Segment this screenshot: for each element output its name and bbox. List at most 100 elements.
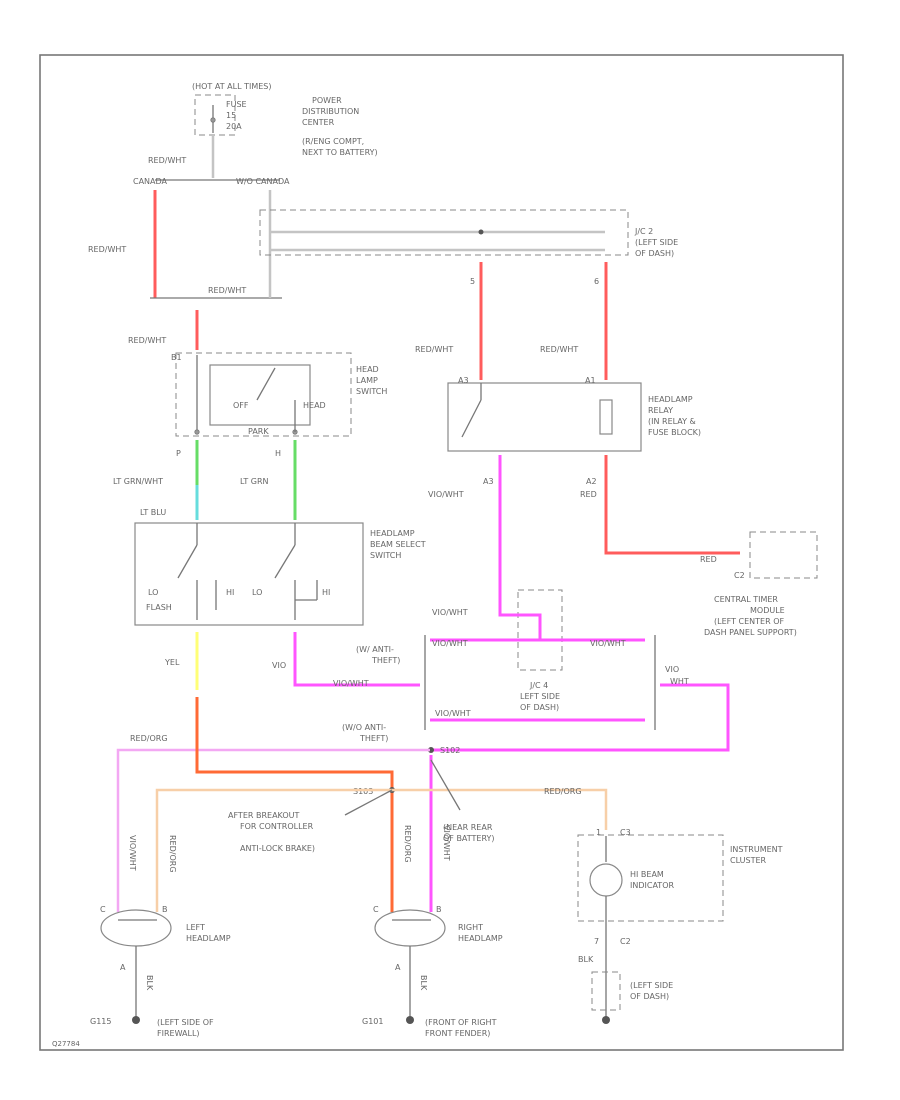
jc2-box [259, 209, 629, 256]
wire-label-red-org-v1: RED/ORG [168, 835, 177, 873]
red-wire-to-ctm [604, 455, 740, 555]
ctm-pin-c2: C2 [734, 571, 745, 580]
left-lamp-pin-a: A [120, 963, 126, 972]
wire-label-red-ctm: RED [700, 555, 717, 564]
wire-label-vio-wht-v1: VIO/WHT [128, 835, 137, 871]
wire-label-yel: YEL [164, 658, 180, 667]
wire-label-blk-cluster: BLK [578, 955, 594, 964]
pdc-label-1: POWER [312, 96, 342, 105]
red-org-wire-cluster [392, 788, 608, 830]
near-battery-pointer [430, 759, 461, 811]
right-lamp-pin-b: B [436, 905, 442, 914]
cluster-ground-point [602, 1016, 610, 1024]
ground-g115-loc-2: FIREWALL) [157, 1029, 200, 1038]
after-breakout-pointer [344, 789, 393, 816]
note-after-3: ANTI-LOCK BRAKE) [240, 844, 315, 853]
ground-dash-1: (LEFT SIDE [630, 981, 673, 990]
jc2-junction-dot [478, 229, 484, 235]
diagram-code-left: Q27784 [52, 1040, 80, 1048]
note-after-1: AFTER BREAKOUT [228, 811, 300, 820]
ground-g115-loc-1: (LEFT SIDE OF [157, 1018, 214, 1027]
jc4-name-2: LEFT SIDE [520, 692, 560, 701]
splice-s102 [428, 747, 434, 753]
wire-label-vio-top-right: VIO [665, 665, 679, 674]
headlamp-relay-box [447, 382, 642, 452]
fuse-hot-label: (HOT AT ALL TIMES) [192, 82, 271, 91]
ground-g101-point [406, 1016, 414, 1024]
right-lamp-label-1: RIGHT [458, 923, 483, 932]
ground-g101-loc-1: (FRONT OF RIGHT [425, 1018, 497, 1027]
wire-label-vio-wht-v2: VIO/WHT [442, 825, 451, 861]
w-o-canada-label: W/O CANADA [236, 177, 290, 186]
switch-name-3: SWITCH [356, 387, 387, 396]
ground-g115: G115 [90, 1017, 111, 1026]
relay-coil [599, 399, 613, 435]
red-org-wire-left-lamp [155, 788, 392, 912]
fuse-label: FUSE [226, 100, 247, 109]
wire-label-blk-left: BLK [145, 975, 154, 991]
switch-pin-b1: B1 [171, 353, 182, 362]
jc4-name-1: J/C 4 [529, 681, 548, 690]
fuse-block-box [194, 94, 236, 136]
cluster-pin-c3: C3 [620, 828, 631, 837]
wire-label-vio: VIO [272, 661, 286, 670]
left-headlamp-bulb [100, 909, 172, 947]
relay-name-3: (IN RELAY & [648, 417, 696, 426]
canada-label: CANADA [133, 177, 168, 186]
wire-label-red-wht-relay1: RED/WHT [415, 345, 453, 354]
anti-theft-splice-box [517, 589, 563, 671]
vio-wht-splice-wire [498, 595, 542, 640]
switch-off-label: OFF [233, 401, 249, 410]
fuse-number: 15 [226, 111, 236, 120]
indicator-label-1: HI BEAM [630, 870, 664, 879]
relay-contact-blade [461, 399, 482, 438]
beam-hi-1: HI [226, 588, 234, 597]
left-lamp-label-1: LEFT [186, 923, 205, 932]
pin-5-label: 5 [470, 277, 475, 286]
relay-pin-a2: A2 [586, 477, 597, 486]
jc4-anti-theft-2: THEFT) [371, 656, 400, 665]
splice-s103-label: S103 [353, 787, 373, 796]
cluster-pin-7: 7 [594, 937, 599, 946]
right-lamp-pin-a: A [395, 963, 401, 972]
beam-lo-2: LO [252, 588, 262, 597]
switch-pin-p: P [176, 449, 181, 458]
wire-label-blk-right: BLK [419, 975, 428, 991]
cluster-pin-1: 1 [596, 828, 601, 837]
wire-label-vio-wht-jct3: VIO/WHT [590, 639, 626, 648]
relay-name-4: FUSE BLOCK) [648, 428, 701, 437]
cluster-pin-c2: C2 [620, 937, 631, 946]
beam-switch-left-blade [177, 544, 198, 579]
relay-name-1: HEADLAMP [648, 395, 693, 404]
instrument-cluster-box [577, 834, 724, 922]
relay-pin-a3-bottom: A3 [483, 477, 494, 486]
wire-label-red: RED [580, 490, 597, 499]
wire-label-red-wht-switch: RED/WHT [128, 336, 166, 345]
wire-label-vio-wht: VIO/WHT [428, 490, 464, 499]
jc2-label-2: (LEFT SIDE [635, 238, 678, 247]
ground-g115-point [132, 1016, 140, 1024]
ground-g101-loc-2: FRONT FENDER) [425, 1029, 490, 1038]
fuse-rating: 20A [226, 122, 242, 131]
left-lamp-label-2: HEADLAMP [186, 934, 231, 943]
wire-label-lt-grn: LT GRN [240, 477, 269, 486]
beam-hi-2: HI [322, 588, 330, 597]
jc2-label-3: OF DASH) [635, 249, 674, 258]
note-after-2: FOR CONTROLLER [240, 822, 314, 831]
pdc-label-4: (R/ENG COMPT, [302, 137, 364, 146]
pdc-label-3: CENTER [302, 118, 335, 127]
left-lamp-pin-c: C [100, 905, 106, 914]
beam-switch-right-blade [274, 544, 296, 579]
wire-label-vio-wht-splice: VIO/WHT [432, 608, 468, 617]
diagram-frame [39, 54, 844, 1051]
vio-wire-to-jc4 [293, 632, 420, 687]
wire-label-vio-wht-jct2: VIO/WHT [432, 639, 468, 648]
note-near-1: (NEAR REAR [443, 823, 493, 832]
switch-blade [256, 367, 276, 401]
beam-switch-name-2: BEAM SELECT [370, 540, 426, 549]
relay-pin-a1: A1 [585, 376, 596, 385]
switch-inner-box [209, 364, 311, 426]
wire-label-red-wht-relay2: RED/WHT [540, 345, 578, 354]
wire-label-red-wht-top: RED/WHT [148, 156, 186, 165]
